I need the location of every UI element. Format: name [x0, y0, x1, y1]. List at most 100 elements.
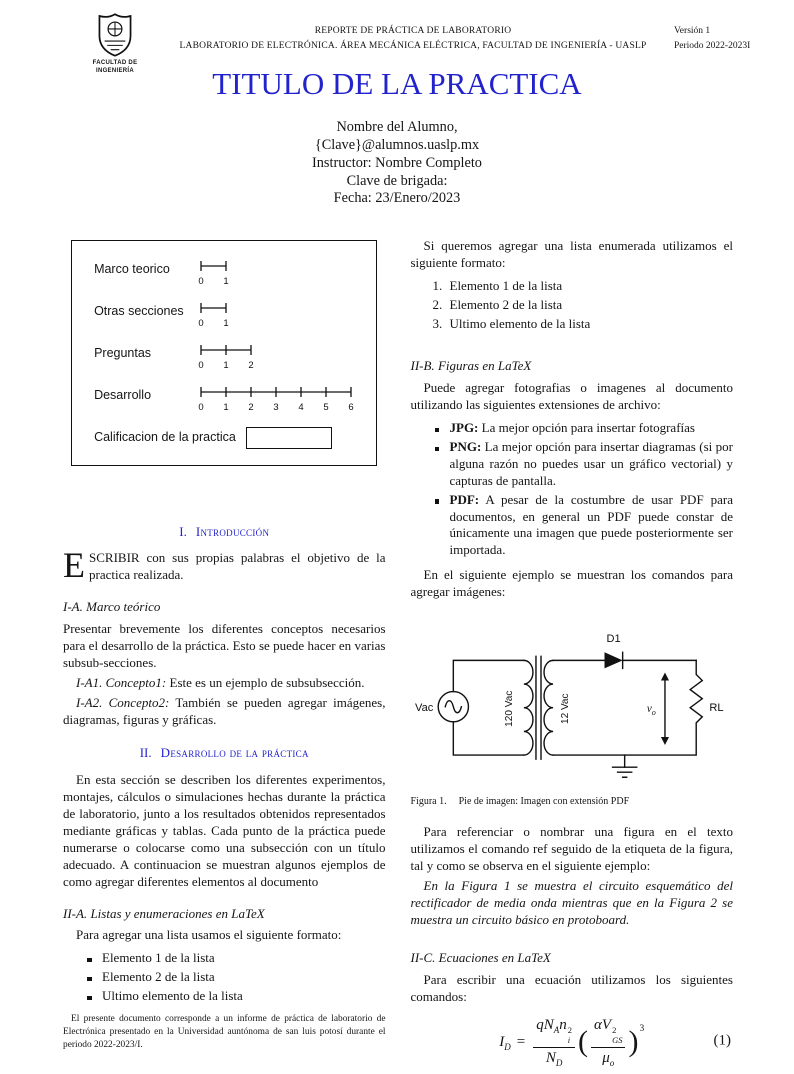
svg-text:4: 4 — [298, 402, 303, 413]
figure-caption-text: Pie de imagen: Imagen con extensión PDF — [458, 796, 630, 808]
subsection-heading-listas: II-A. Listas y enumeraciones en LaTeX — [63, 906, 386, 923]
subsection-number: I-A. — [63, 599, 83, 615]
section-number: II. — [139, 745, 152, 761]
university-logo: FACULTAD DE INGENIERÍA — [78, 12, 152, 75]
rubric-grade-row: Calificacion de la practica — [94, 426, 358, 449]
equation-intro-paragraph: Para escribir una ecuación utilizamos lo… — [410, 971, 734, 1004]
svg-text:1: 1 — [223, 318, 228, 329]
label-rl: RL — [709, 702, 723, 714]
subsection-number: II-B. — [410, 358, 435, 374]
svg-text:5: 5 — [323, 402, 328, 413]
list-item: JPG: La mejor opción para insertar fotog… — [433, 420, 734, 437]
figure-1-circuit: Vac D1 120 Vac 12 Vac RL vo Figura 1.Pie… — [411, 614, 734, 820]
rubric-label: Preguntas — [94, 345, 152, 360]
right-column: Si queremos agregar una lista enumerada … — [410, 238, 734, 1068]
university-crest-icon — [98, 13, 132, 57]
logo-caption-line1: FACULTAD DE — [92, 60, 138, 66]
ref-example-paragraph: En la Figura 1 se muestra el circuito es… — [410, 878, 734, 927]
enum-intro-paragraph: Si queremos agregar una lista enumerada … — [410, 238, 734, 270]
bullet-icon — [85, 969, 102, 986]
equation-number: (1) — [713, 1032, 732, 1049]
enumerated-list: 1.Elemento 1 de la lista 2.Elemento 2 de … — [433, 278, 734, 335]
bullet-icon — [85, 988, 102, 1005]
open-paren: ( — [578, 1025, 589, 1058]
subsection-number: II-A. — [63, 905, 88, 921]
subsubsection-label: I-A2. Concepto2: — [76, 694, 170, 710]
subsection-title: Figuras en LaTeX — [437, 358, 532, 374]
label-d1: D1 — [606, 633, 620, 645]
bullet-icon — [433, 492, 450, 560]
list-item-text: PDF: A pesar de la costumbre de usar PDF… — [449, 491, 734, 558]
header-title-block: REPORTE DE PRÁCTICA DE LABORATORIO LABOR… — [152, 12, 674, 54]
label-vout: vo — [646, 703, 655, 717]
intro-lead-paragraph: E SCRIBIR con sus propias palabras el ob… — [63, 547, 386, 584]
list-item: 1.Elemento 1 de la lista — [433, 278, 734, 295]
resistor-icon — [551, 659, 703, 756]
rubric-label: Otras secciones — [94, 303, 184, 318]
label-12vac: 12 Vac — [560, 693, 571, 724]
subsubsection-text: Este es un ejemplo de subsubsección. — [169, 674, 365, 690]
section-heading-desarrollo: II. Desarrollo de la práctica — [63, 745, 386, 762]
eq-lhs-sub: D — [504, 1041, 511, 1052]
diode-icon — [604, 652, 623, 669]
author-name: Nombre del Alumno, — [336, 119, 458, 135]
svg-text:1: 1 — [223, 360, 228, 371]
subsection-title: Ecuaciones en LaTeX — [438, 949, 551, 965]
list-item-text: JPG: La mejor opción para insertar fotog… — [449, 420, 695, 436]
transformer-core-icon — [534, 655, 542, 760]
subsubsection-text: También se pueden agregar imágenes, diag… — [63, 694, 386, 727]
list-item-text: Elemento 2 de la lista — [102, 969, 215, 985]
rubric-row: Otras secciones 0 1 — [94, 301, 358, 335]
figure-caption: Figura 1.Pie de imagen: Imagen con exten… — [411, 795, 734, 808]
list-item: PNG: La mejor opción para insertar diagr… — [433, 439, 733, 490]
list-item: Elemento 2 de la lista — [85, 969, 386, 986]
subsubsection-label: I-A1. Concepto1: — [76, 674, 167, 690]
label-vac: Vac — [415, 702, 434, 714]
author-block: Nombre del Alumno, {Clave}@alumnos.uaslp… — [0, 119, 794, 208]
page-title: TITULO DE LA PRACTICA — [212, 66, 582, 101]
section-title: Desarrollo de la práctica — [160, 745, 309, 761]
svg-text:6: 6 — [348, 402, 353, 413]
author-brigade: Clave de brigada: — [346, 172, 448, 189]
arrowhead-down — [660, 736, 669, 746]
subsection-heading-ecuaciones: II-C. Ecuaciones en LaTeX — [411, 950, 734, 967]
rubric-label: Marco teorico — [94, 262, 170, 276]
rubric-grade-label: Calificacion de la practica — [94, 430, 236, 445]
arrowhead-up — [660, 672, 669, 681]
lead-caps: SCRIBIR — [89, 550, 140, 566]
section-number: I. — [179, 523, 187, 539]
page-header: FACULTAD DE INGENIERÍA REPORTE DE PRÁCTI… — [78, 12, 766, 75]
marco-teorico-paragraph: Presentar brevemente los diferentes conc… — [63, 621, 386, 670]
ref-paragraph: Para referenciar o nombrar una figura en… — [410, 824, 734, 874]
svg-text:0: 0 — [198, 402, 203, 413]
list-item-text: Elemento 1 de la lista — [102, 950, 215, 966]
equals-sign: = — [516, 1033, 526, 1050]
rubric-label: Desarrollo — [94, 387, 152, 402]
header-period: Periodo 2022-2023I — [674, 41, 751, 52]
subsection-title: Listas y enumeraciones en LaTeX — [90, 905, 265, 921]
grade-box — [245, 426, 332, 449]
svg-text:0: 0 — [198, 318, 203, 329]
logo-caption-line2: INGENIERÍA — [95, 67, 134, 74]
author-instructor: Instructor: Nombre Completo — [312, 154, 482, 171]
header-version: Versión 1 — [674, 26, 711, 36]
example-intro-paragraph: En el siguiente ejemplo se muestran los … — [410, 567, 734, 600]
list-number: 1. — [432, 277, 443, 293]
subsubsection-concepto2: I-A2. Concepto2: También se pueden agreg… — [63, 695, 386, 729]
list-item: PDF: A pesar de la costumbre de usar PDF… — [433, 491, 734, 560]
list-item: 2.Elemento 2 de la lista — [433, 297, 734, 314]
header-version-block: Versión 1 Periodo 2022-2023I — [674, 12, 766, 54]
svg-text:0: 0 — [198, 276, 203, 287]
list-item: Elemento 1 de la lista — [85, 950, 386, 967]
section-heading-introduccion: I.Introducción — [63, 524, 386, 541]
subsection-heading-marco-teorico: I-A. Marco teórico — [63, 599, 386, 616]
